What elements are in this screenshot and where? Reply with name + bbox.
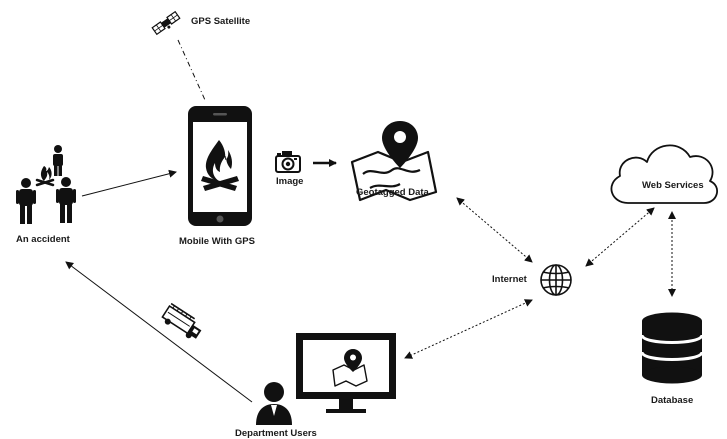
person-back [53, 145, 63, 176]
geotag-internet-link [456, 197, 533, 263]
gps-satellite-label: GPS Satellite [191, 16, 251, 27]
accident-to-phone-arrow [81, 169, 177, 197]
satellite-icon [151, 10, 181, 36]
internet-monitor-link [404, 299, 533, 359]
fire-truck-icon [161, 302, 202, 339]
globe-icon [540, 264, 572, 296]
user-to-accident-arrow [65, 261, 253, 403]
people-icon [16, 145, 76, 224]
connections [65, 39, 676, 403]
database-label: Database [651, 395, 694, 406]
database-icon [640, 312, 704, 384]
satellite-link-line [177, 39, 206, 101]
monitor-map-pin-icon [332, 349, 368, 387]
image-label: Image [276, 176, 304, 187]
camera-icon [275, 151, 301, 173]
geotagged-data-label: Geotagged Data [356, 187, 429, 198]
map-pin-icon [350, 121, 438, 202]
cloud-icon [610, 144, 718, 204]
mobile-label: Mobile With GPS [179, 236, 255, 247]
smartphone-icon [188, 106, 252, 226]
internet-label: Internet [492, 274, 527, 285]
person-right [56, 177, 76, 223]
user-icon [256, 382, 292, 425]
campfire-icon [35, 166, 55, 187]
monitor-icon [296, 333, 396, 413]
person-left [16, 178, 36, 224]
department-users-label: Department Users [235, 428, 317, 439]
web-services-label: Web Services [642, 180, 704, 191]
accident-label: An accident [16, 234, 70, 245]
internet-webservices-link [585, 207, 655, 267]
phone-fire-icon [201, 140, 239, 191]
